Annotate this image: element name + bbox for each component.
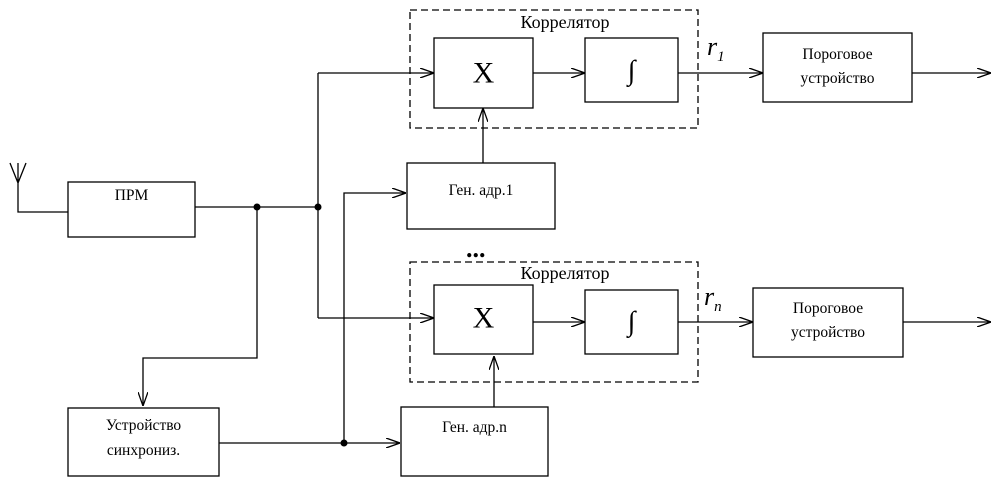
multiplier-1 [433,37,534,109]
address-generator-1: Ген. адр.1 [406,108,556,230]
output-r1: r1 [678,32,763,73]
correlator-n-label: Коррелятор [521,263,610,283]
sync-label-line1: Устройство [106,417,182,434]
r1-label: r1 [707,32,725,65]
threshold-n-line1: Пороговое [793,300,863,317]
integrator-1-symbol: ∫ [626,56,638,88]
arrow-to-sync [143,207,258,406]
multiplier-n [433,284,534,355]
arrow-to-gen1 [343,193,406,443]
correlator-1-label: Коррелятор [521,12,610,32]
threshold-n-line2: устройство [791,324,865,341]
gen1-label: Ген. адр.1 [449,182,514,199]
receiver-block: ПРМ [67,181,196,238]
correlator-1: Коррелятор X ∫ [409,9,699,129]
threshold-1-line2: устройство [800,70,874,87]
correlator-n: Коррелятор X ∫ [409,261,699,383]
correlator-1-frame [409,9,699,129]
ellipsis: ... [466,234,486,263]
multiplier-1-symbol: X [473,57,495,90]
sync-device-block: Устройство синхрониз. [67,407,220,477]
sync-label-line2: синхрониз. [107,442,180,459]
threshold-device-n: Пороговое устройство [752,287,991,358]
integrator-n-symbol: ∫ [626,307,638,339]
antenna-icon [9,162,68,213]
threshold-device-1: Пороговое устройство [762,32,991,103]
integrator-1 [584,37,679,103]
genn-label: Ген. адр.n [442,419,507,436]
address-generator-n: Ген. адр.n [400,356,549,477]
integrator-n [584,289,679,355]
threshold-1-line1: Пороговое [802,46,872,63]
sync-bus [219,193,406,447]
output-rn: rn [678,282,753,322]
rn-label: rn [704,282,722,315]
signal-bus [143,73,434,406]
receiver-label: ПРМ [115,187,149,204]
multiplier-n-symbol: X [473,302,495,335]
